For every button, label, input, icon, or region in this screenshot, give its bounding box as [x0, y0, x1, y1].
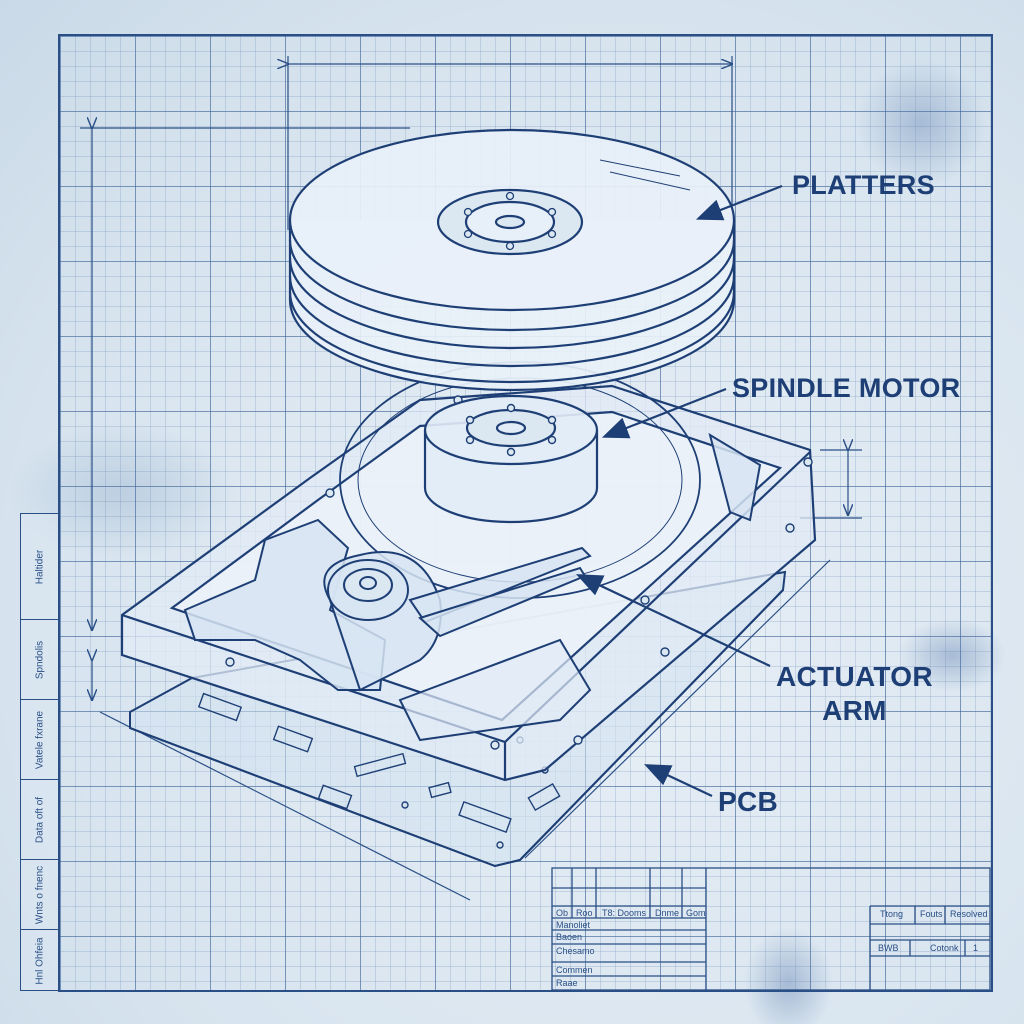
actuator-assembly: [183, 432, 762, 742]
title-block-row: Baoen: [556, 932, 583, 942]
title-block-row: Manoliet: [556, 920, 591, 930]
title-block-header: Fouts: [920, 909, 943, 919]
side-cell-text: Wnts o fnenc: [34, 865, 46, 924]
callout-actuator-line1: ACTUATOR: [776, 661, 933, 692]
side-cell-text: Haltider: [34, 549, 46, 584]
callout-spindle-motor: SPINDLE MOTOR: [732, 373, 961, 403]
callout-arrows: [576, 184, 783, 797]
side-cell-text: Vatele fxrane: [34, 710, 46, 769]
title-block-header: T8: Dooms: [602, 908, 647, 918]
title-block-value: BWB: [878, 943, 899, 953]
title-block-header: Ttong: [880, 909, 904, 919]
side-cell: Data oft of: [21, 779, 59, 859]
title-block-lines: [551, 867, 991, 991]
title-block-value: 1: [973, 943, 979, 953]
title-block-row: Commen: [556, 965, 593, 975]
title-block-header: Gom: [686, 908, 706, 918]
side-cell: Spndolis: [21, 619, 59, 699]
side-cell-text: Spndolis: [34, 640, 46, 679]
title-block-row: Chesamo: [556, 946, 595, 956]
side-cell: Vatele fxrane: [21, 699, 59, 779]
spindle-motor: [423, 394, 599, 524]
side-cell: Haltider: [21, 514, 59, 619]
callout-actuator-arm: ACTUATOR ARM: [776, 660, 933, 728]
callout-platters: PLATTERS: [792, 170, 935, 200]
dimension-lines: [80, 56, 862, 901]
callout-pcb: PCB: [718, 786, 779, 817]
title-block-header: Dnme: [655, 908, 680, 918]
title-block-header: Resolved: [950, 909, 988, 919]
callout-actuator-line2: ARM: [822, 695, 887, 726]
title-block-header: Ob: [556, 908, 569, 918]
side-cell-text: Hnl Ohfeia: [34, 937, 46, 985]
side-revision-block: Haltider Spndolis Vatele fxrane Data oft…: [20, 513, 59, 992]
title-block-row: Raae: [556, 978, 578, 988]
title-block-value: Cotonk: [930, 943, 959, 953]
platter-stack: [288, 128, 736, 392]
side-cell: Hnl Ohfeia: [21, 929, 59, 992]
side-cell: Wnts o fnenc: [21, 859, 59, 929]
side-cell-text: Data oft of: [34, 796, 46, 843]
title-block-header: Roo: [576, 908, 593, 918]
